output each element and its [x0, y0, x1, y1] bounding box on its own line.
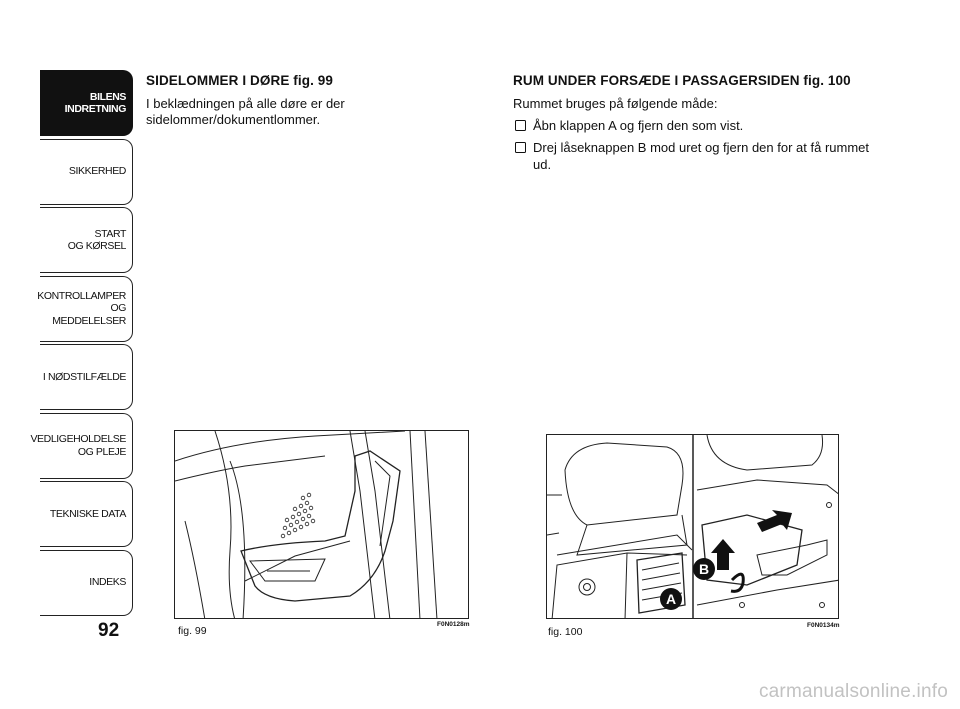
section-intro: Rummet bruges på følgende måde: — [513, 95, 718, 111]
list-item: Drej låseknappen B mod uret og fjern den… — [513, 140, 873, 174]
watermark: carmanualsonline.info — [758, 681, 948, 702]
section-body: I beklædningen på alle døre er der sidel… — [146, 95, 345, 128]
tab-nodstilfaelde[interactable]: I NØDSTILFÆLDE — [40, 344, 133, 410]
step-list: Åbn klappen A og fjern den som vist. Dre… — [513, 118, 873, 174]
page-number: 92 — [98, 620, 120, 641]
callout-a-label: A — [666, 591, 676, 607]
figure-99-door-pocket — [174, 430, 469, 619]
section-rum-under-forsaede: RUM UNDER FORSÆDE I PASSAGERSIDEN fig. 1… — [513, 72, 873, 179]
tab-bilens-indretning[interactable]: BILENS INDRETNING — [40, 70, 133, 136]
figure-99-caption: fig. 99 — [178, 625, 207, 637]
tab-sikkerhed[interactable]: SIKKERHED — [40, 138, 133, 205]
list-item: Åbn klappen A og fjern den som vist. — [513, 118, 873, 135]
checkbox-bullet-icon — [515, 120, 526, 132]
under-seat-illustration: A B — [547, 435, 838, 618]
tab-indeks[interactable]: INDEKS — [40, 549, 133, 616]
tab-vedligeholdelse[interactable]: VEDLIGEHOLDELSE OG PLEJE — [30, 412, 133, 479]
section-heading: RUM UNDER FORSÆDE I PASSAGERSIDEN fig. 1… — [513, 73, 851, 88]
checkbox-bullet-icon — [515, 142, 526, 154]
section-sidelommer: SIDELOMMER I DØRE fig. 99 I beklædningen… — [146, 72, 446, 135]
figure-100-under-seat-compartment: A B — [546, 434, 839, 619]
figure-99-code: F0N0128m — [437, 621, 470, 628]
tab-kontrollamper[interactable]: KONTROLLAMPER OG MEDDELELSER — [37, 275, 133, 342]
figure-100-caption: fig. 100 — [548, 626, 583, 638]
tab-tekniske-data[interactable]: TEKNISKE DATA — [40, 481, 133, 547]
door-pocket-illustration — [175, 431, 438, 618]
figure-100-code: F0N0134m — [807, 622, 840, 629]
section-heading: SIDELOMMER I DØRE fig. 99 — [146, 73, 334, 88]
tab-start-og-korsel[interactable]: START OG KØRSEL — [40, 207, 133, 273]
chapter-tabs: BILENS INDRETNING SIKKERHED START OG KØR… — [30, 70, 133, 618]
callout-b-label: B — [699, 561, 709, 577]
